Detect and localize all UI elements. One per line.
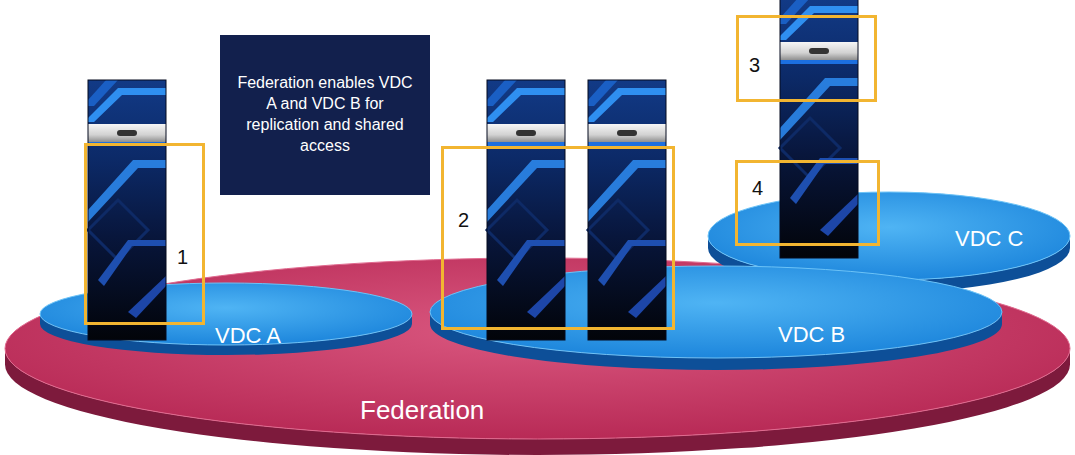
region-label: Federation	[360, 395, 484, 426]
note-box: Federation enables VDC A and VDC B for r…	[220, 35, 430, 195]
callout-box: 3	[736, 15, 877, 102]
server-rack	[588, 80, 666, 340]
server-rack	[780, 0, 858, 258]
callout-box: 1	[84, 143, 205, 325]
server-rack	[88, 80, 166, 340]
callout-number: 3	[749, 54, 760, 77]
region-label: VDC B	[778, 322, 845, 348]
callout-number: 1	[177, 246, 188, 269]
callout-number: 2	[458, 209, 469, 232]
callout-box: 4	[735, 160, 880, 246]
disc-shape	[430, 266, 1002, 370]
federation-region: Federation VDC A VDC B	[5, 258, 1070, 455]
note-text: Federation enables VDC A and VDC B for r…	[234, 73, 416, 156]
vdc-disc: VDC B	[430, 266, 1002, 370]
region-label: VDC A	[215, 323, 281, 349]
callout-number: 4	[752, 177, 763, 200]
vdc-disc: VDC C	[708, 192, 1070, 292]
callout-box: 2	[441, 146, 675, 330]
vdc-disc: VDC A	[40, 283, 412, 355]
disc-shape	[5, 258, 1070, 455]
server-rack	[487, 80, 565, 340]
region-label: VDC C	[955, 226, 1023, 252]
